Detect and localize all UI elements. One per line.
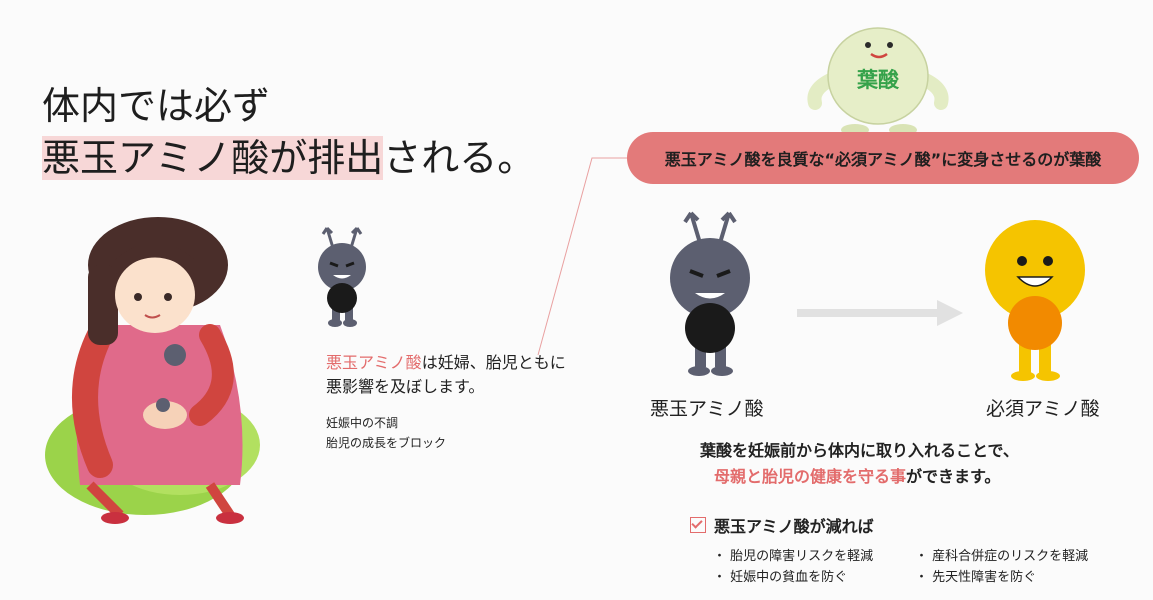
essential-amino-label: 必須アミノ酸 [986, 398, 1100, 420]
bad-amino-effects: 妊娠中の不調 胎児の成長をブロック [326, 413, 446, 453]
headline-line1: 体内では必ず [42, 84, 271, 128]
bullet-item: ・ 先天性障害を防ぐ [915, 570, 1037, 585]
pregnant-woman-illustration [45, 217, 260, 524]
effect-item: 妊娠中の不調 [326, 416, 399, 430]
headline-rest: される。 [383, 136, 536, 180]
bullet-text: 妊娠中の貧血を防ぐ [730, 570, 848, 585]
headline: 体内では必ず 悪玉アミノ酸が排出される。 [42, 80, 535, 184]
reduce-heading: 悪玉アミノ酸が減れば [714, 517, 874, 536]
reduce-heading-row: 悪玉アミノ酸が減れば [690, 513, 874, 537]
bullet-text: 産科合併症のリスクを軽減 [932, 549, 1089, 564]
bad-amino-description: 悪玉アミノ酸は妊婦、胎児ともに 悪影響を及ぼします。 [326, 351, 566, 399]
headline-highlight: 悪玉アミノ酸が排出 [42, 136, 384, 180]
folate-mascot-label: 葉酸 [857, 68, 899, 92]
bullet-item: ・ 胎児の障害リスクを軽減 [713, 549, 874, 564]
bullet-text: 胎児の障害リスクを軽減 [730, 549, 874, 564]
bullet-item: ・ 産科合併症のリスクを軽減 [915, 549, 1089, 564]
bad-amino-character [670, 211, 750, 376]
benefit-text: 葉酸を妊娠前から体内に取り入れることで、 母親と胎児の健康を守る事ができます。 [700, 438, 1019, 490]
checkbox-icon [690, 517, 706, 533]
benefit-line1: 葉酸を妊娠前から体内に取り入れることで、 [700, 441, 1019, 460]
bad-amino-label: 悪玉アミノ酸 [650, 398, 764, 420]
bullet-text: 先天性障害を防ぐ [932, 570, 1037, 585]
effect-item: 胎児の成長をブロック [326, 436, 447, 450]
good-amino-character [985, 220, 1085, 381]
bad-amino-text-b: 悪影響を及ぼします。 [326, 377, 485, 396]
bad-amino-character-small [318, 226, 366, 327]
bad-amino-highlight: 悪玉アミノ酸 [326, 353, 422, 372]
headline-line2: 悪玉アミノ酸が排出される。 [42, 132, 535, 184]
folate-banner: 悪玉アミノ酸を良質な“必須アミノ酸”に変身させるのが葉酸 [627, 132, 1139, 184]
bullet-item: ・ 妊娠中の貧血を防ぐ [713, 570, 848, 585]
benefit-highlight: 母親と胎児の健康を守る事 [714, 467, 907, 486]
transform-arrow-icon [797, 300, 963, 326]
connector-line [537, 157, 627, 356]
bad-amino-text-a: は妊婦、胎児ともに [421, 353, 566, 372]
benefit-rest: ができます。 [906, 467, 1001, 486]
